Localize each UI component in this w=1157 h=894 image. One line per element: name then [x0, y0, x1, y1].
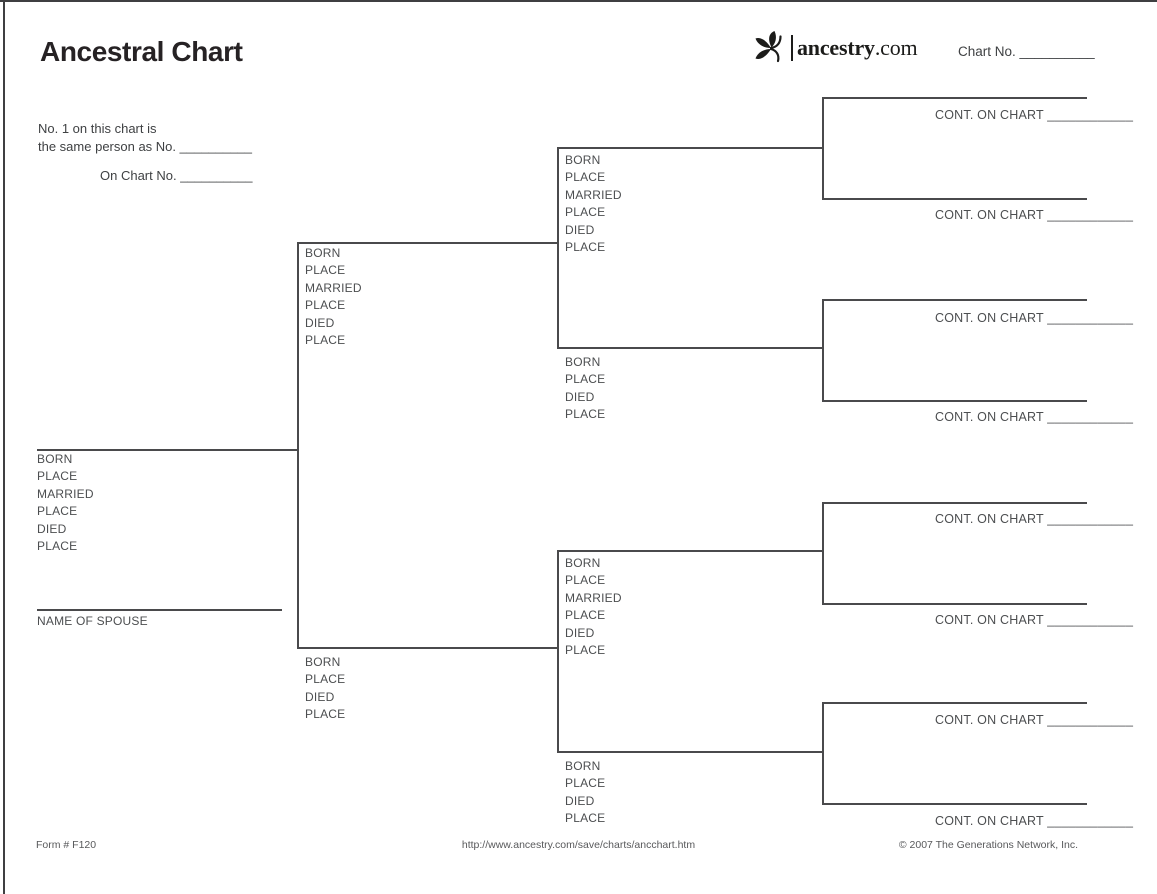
paternal-grandmother-name-line	[557, 347, 823, 349]
same-person-blank: the same person as No. __________	[38, 139, 252, 154]
page-title: Ancestral Chart	[40, 36, 243, 67]
name-of-spouse-label: NAME OF SPOUSE	[37, 614, 148, 628]
note-line-1: No. 1 on this chart is	[38, 121, 157, 136]
maternal-grandfather-name-line	[557, 550, 823, 552]
cont-on-chart-blank-3: CONT. ON CHART ____________	[935, 311, 1134, 325]
great-grandparent-line-3	[822, 299, 1087, 301]
maternal-grandmother-labels: BORN PLACE DIED PLACE	[565, 758, 605, 828]
person1-labels: BORN PLACE MARRIED PLACE DIED PLACE	[37, 451, 94, 555]
died-label: DIED	[565, 222, 595, 237]
married-label: MARRIED	[305, 280, 362, 295]
place-label: PLACE	[565, 643, 606, 658]
place-label: PLACE	[565, 573, 606, 588]
died-label: DIED	[37, 521, 67, 536]
maternal-grandfather-labels: BORN PLACE MARRIED PLACE DIED PLACE	[565, 555, 622, 659]
ancestry-leaf-icon	[753, 30, 789, 66]
place-label: PLACE	[565, 205, 606, 220]
father-name-line	[297, 242, 558, 244]
place-label: PLACE	[565, 240, 606, 255]
place-label: PLACE	[305, 333, 346, 348]
died-label: DIED	[305, 689, 335, 704]
mother-name-line	[297, 647, 558, 649]
cont-on-chart-blank-6: CONT. ON CHART ____________	[935, 613, 1134, 627]
married-label: MARRIED	[37, 486, 94, 501]
cont-on-chart-blank-7: CONT. ON CHART ____________	[935, 713, 1134, 727]
place-label: PLACE	[37, 539, 78, 554]
place-label: PLACE	[565, 776, 606, 791]
source-url: http://www.ancestry.com/save/charts/ancc…	[461, 839, 696, 851]
gen4-bracket-line-4	[822, 702, 824, 804]
gen3-paternal-bracket-line	[557, 147, 559, 348]
mother-labels: BORN PLACE DIED PLACE	[305, 654, 345, 724]
place-label: PLACE	[565, 811, 606, 826]
gen4-bracket-line-2	[822, 299, 824, 401]
great-grandparent-line-6	[822, 603, 1087, 605]
gen3-maternal-bracket-line	[557, 550, 559, 752]
place-label: PLACE	[305, 298, 346, 313]
great-grandparent-line-2	[822, 198, 1087, 200]
born-label: BORN	[37, 452, 73, 466]
place-label: PLACE	[305, 707, 346, 722]
place-label: PLACE	[305, 672, 346, 687]
place-label: PLACE	[305, 263, 346, 278]
paternal-grandmother-labels: BORN PLACE DIED PLACE	[565, 354, 605, 424]
on-chart-no-blank: On Chart No. __________	[100, 168, 253, 183]
logo-wordmark: ancestry.com	[797, 35, 918, 61]
cont-on-chart-blank-2: CONT. ON CHART ____________	[935, 208, 1134, 222]
father-labels: BORN PLACE MARRIED PLACE DIED PLACE	[305, 245, 362, 349]
person1-name-line	[37, 449, 298, 451]
great-grandparent-line-4	[822, 400, 1087, 402]
place-label: PLACE	[37, 504, 78, 519]
cont-on-chart-blank-8: CONT. ON CHART ____________	[935, 814, 1134, 828]
logo-word-main: ancestry	[797, 35, 875, 60]
form-number: Form # F120	[36, 839, 97, 851]
died-label: DIED	[565, 793, 595, 808]
paternal-grandfather-labels: BORN PLACE MARRIED PLACE DIED PLACE	[565, 152, 622, 256]
died-label: DIED	[305, 315, 335, 330]
spouse-name-line	[37, 609, 282, 611]
married-label: MARRIED	[565, 590, 622, 605]
died-label: DIED	[565, 625, 595, 640]
great-grandparent-line-1	[822, 97, 1087, 99]
born-label: BORN	[305, 246, 341, 260]
cont-on-chart-blank-1: CONT. ON CHART ____________	[935, 108, 1134, 122]
maternal-grandmother-name-line	[557, 751, 823, 753]
page-top-border	[0, 0, 1157, 2]
place-label: PLACE	[565, 608, 606, 623]
born-label: BORN	[305, 655, 341, 669]
married-label: MARRIED	[565, 187, 622, 202]
chart-no-blank: Chart No. __________	[958, 44, 1095, 59]
great-grandparent-line-7	[822, 702, 1087, 704]
gen2-bracket-line	[297, 242, 299, 648]
cont-on-chart-blank-4: CONT. ON CHART ____________	[935, 410, 1134, 424]
great-grandparent-line-8	[822, 803, 1087, 805]
great-grandparent-line-5	[822, 502, 1087, 504]
logo-divider-bar	[791, 35, 793, 61]
chart-reference-note: No. 1 on this chart is the same person a…	[38, 120, 253, 185]
page-left-border	[3, 0, 5, 894]
place-label: PLACE	[37, 469, 78, 484]
place-label: PLACE	[565, 407, 606, 422]
born-label: BORN	[565, 556, 601, 570]
cont-on-chart-blank-5: CONT. ON CHART ____________	[935, 512, 1134, 526]
ancestry-logo: ancestry.com	[753, 30, 918, 66]
gen4-bracket-line-3	[822, 502, 824, 604]
copyright-notice: © 2007 The Generations Network, Inc.	[898, 839, 1078, 851]
died-label: DIED	[565, 389, 595, 404]
born-label: BORN	[565, 759, 601, 773]
gen4-bracket-line-1	[822, 97, 824, 199]
place-label: PLACE	[565, 372, 606, 387]
paternal-grandfather-name-line	[557, 147, 823, 149]
born-label: BORN	[565, 153, 601, 167]
born-label: BORN	[565, 355, 601, 369]
logo-word-suffix: .com	[874, 35, 918, 60]
place-label: PLACE	[565, 170, 606, 185]
